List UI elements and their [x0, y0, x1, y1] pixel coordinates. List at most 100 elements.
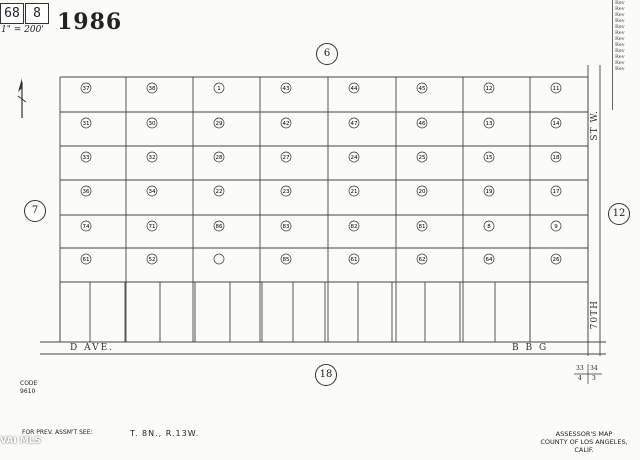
- parcel-lot[interactable]: [213, 253, 225, 265]
- parcel-lot[interactable]: 71: [146, 220, 158, 232]
- north-arrow-icon: [17, 78, 27, 118]
- parcel-lot[interactable]: 45: [416, 82, 428, 94]
- parcel-lot[interactable]: 9: [550, 220, 562, 232]
- page-number: 8: [25, 3, 49, 24]
- parcel-number-circle: [550, 185, 562, 197]
- parcel-lot[interactable]: 28: [213, 151, 225, 163]
- parcel-lot[interactable]: 8: [483, 220, 495, 232]
- parcel-number-circle: [416, 220, 428, 232]
- parcel-lot[interactable]: 17: [550, 185, 562, 197]
- parcel-lot[interactable]: 47: [348, 117, 360, 129]
- parcel-lot[interactable]: 31: [80, 117, 92, 129]
- parcel-number: 42: [283, 121, 290, 127]
- parcel-lot[interactable]: 33: [80, 151, 92, 163]
- revision-entry: Rev: [615, 12, 625, 18]
- parcel-lot[interactable]: 24: [348, 151, 360, 163]
- parcel-lot[interactable]: 42: [280, 117, 292, 129]
- parcel-lot[interactable]: 19: [483, 185, 495, 197]
- map-scale: 1" = 200': [1, 25, 44, 35]
- parcel-number-circle: [483, 82, 495, 94]
- parcel-number-circle: [146, 82, 158, 94]
- parcel-lot[interactable]: 18: [550, 151, 562, 163]
- parcel-lot[interactable]: 27: [280, 151, 292, 163]
- parcel-lot[interactable]: 13: [483, 117, 495, 129]
- parcel-number: 47: [351, 121, 358, 127]
- parcel-lot[interactable]: 21: [348, 185, 360, 197]
- parcel-number: 20: [419, 189, 426, 195]
- parcel-number: 26: [553, 257, 560, 263]
- parcel-lot[interactable]: 36: [80, 185, 92, 197]
- parcel-number-circle: [348, 185, 360, 197]
- parcel-lot[interactable]: 11: [550, 82, 562, 94]
- parcel-number: 61: [351, 257, 358, 263]
- parcel-lot[interactable]: 22: [213, 185, 225, 197]
- parcel-lot[interactable]: 30: [146, 117, 158, 129]
- parcel-lot[interactable]: 14: [550, 117, 562, 129]
- revision-entry: Rev: [615, 36, 625, 42]
- parcel-number-circle: [280, 185, 292, 197]
- parcel-number: 34: [149, 189, 156, 195]
- parcel-number-circle: [213, 220, 225, 232]
- parcel-lot[interactable]: 83: [280, 220, 292, 232]
- parcel-number-circle: [213, 185, 225, 197]
- revision-entry: Rev: [615, 24, 625, 30]
- parcel-number-circle: [348, 253, 360, 265]
- parcel-lot[interactable]: 32: [146, 151, 158, 163]
- parcel-lot[interactable]: 34: [146, 185, 158, 197]
- parcel-lot[interactable]: 12: [483, 82, 495, 94]
- adjoining-map-north[interactable]: 6: [316, 43, 338, 65]
- parcel-number: 15: [486, 155, 493, 161]
- parcel-lot[interactable]: 61: [80, 253, 92, 265]
- parcel-number: 12: [486, 86, 493, 92]
- parcel-number: 11: [553, 86, 560, 92]
- parcel-lot[interactable]: 26: [550, 253, 562, 265]
- parcel-number: 13: [486, 121, 493, 127]
- parcel-number-circle: [416, 117, 428, 129]
- parcel-lot[interactable]: 44: [348, 82, 360, 94]
- parcel-number-circle: [348, 151, 360, 163]
- parcel-number-circle: [280, 151, 292, 163]
- parcel-lot[interactable]: 25: [416, 151, 428, 163]
- parcel-lot[interactable]: 15: [483, 151, 495, 163]
- parcel-number: 37: [83, 86, 90, 92]
- parcel-number-circle: [550, 253, 562, 265]
- parcel-lot[interactable]: 37: [80, 82, 92, 94]
- parcel-number: 83: [283, 224, 290, 230]
- parcel-lot[interactable]: 82: [348, 220, 360, 232]
- parcel-lot[interactable]: 43: [280, 82, 292, 94]
- street-label-d-ave: D AVE.: [70, 343, 115, 353]
- parcel-number-circle: [483, 151, 495, 163]
- parcel-lot[interactable]: 38: [146, 82, 158, 94]
- parcel-number-circle: [80, 253, 92, 265]
- parcel-lot[interactable]: 81: [416, 220, 428, 232]
- parcel-number: 22: [216, 189, 223, 195]
- parcel-lot[interactable]: 62: [416, 253, 428, 265]
- parcel-number-circle: [146, 220, 158, 232]
- parcel-number-circle: [416, 253, 428, 265]
- parcel-lot[interactable]: 64: [483, 253, 495, 265]
- parcel-lot[interactable]: 46: [416, 117, 428, 129]
- prev-assessment-line1: FOR PREV. ASSM'T SEE:: [22, 429, 93, 436]
- parcel-number-circle: [416, 82, 428, 94]
- parcel-lot[interactable]: 1: [213, 82, 225, 94]
- parcel-lot[interactable]: 85: [280, 253, 292, 265]
- parcel-lot[interactable]: 23: [280, 185, 292, 197]
- parcel-lot[interactable]: 29: [213, 117, 225, 129]
- parcel-lot[interactable]: 74: [80, 220, 92, 232]
- parcel-lot[interactable]: 20: [416, 185, 428, 197]
- adjoining-map-west[interactable]: 7: [24, 200, 46, 222]
- parcel-lot[interactable]: 61: [348, 253, 360, 265]
- parcel-number-circle: [213, 117, 225, 129]
- parcel-number: 82: [351, 224, 358, 230]
- parcel-number: 19: [486, 189, 493, 195]
- parcel-number: 14: [553, 121, 560, 127]
- adjoining-map-east[interactable]: 12: [608, 203, 630, 225]
- parcel-number-circle: [483, 220, 495, 232]
- adjoining-map-south[interactable]: 18: [315, 364, 337, 386]
- street-label-70th: 70TH: [590, 300, 600, 330]
- parcel-number: 29: [216, 121, 223, 127]
- parcel-lot[interactable]: 52: [146, 253, 158, 265]
- parcel-lot[interactable]: 86: [213, 220, 225, 232]
